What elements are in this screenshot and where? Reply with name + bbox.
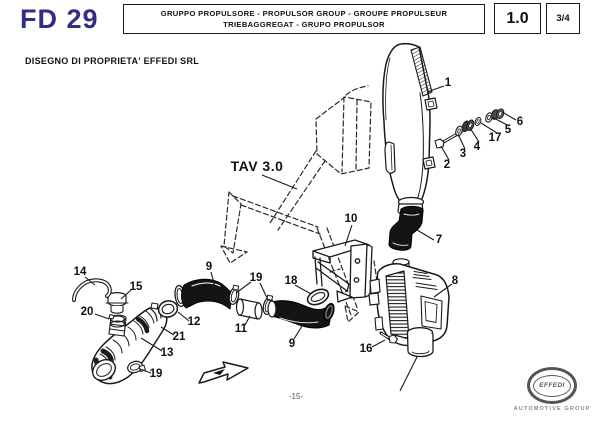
part-12-ring bbox=[157, 300, 179, 318]
title-line-2: TRIEBAGGREGAT - GRUPO PROPULSOR bbox=[223, 20, 385, 29]
part-1-intake-snorkel bbox=[382, 42, 438, 217]
part-18-ring bbox=[306, 288, 330, 306]
sheet-number-box: 3/4 bbox=[546, 3, 580, 34]
part-11-sleeve bbox=[235, 298, 263, 320]
tav-reference-label: TAV 3.0 bbox=[230, 158, 284, 174]
page-number: -15- bbox=[288, 392, 304, 401]
part-17-ring bbox=[474, 116, 482, 127]
part-3-washer bbox=[455, 125, 463, 137]
title-line-1: GRUPPO PROPULSORE - PROPULSOR GROUP - GR… bbox=[160, 9, 448, 18]
part-14-breather-tube bbox=[72, 278, 112, 302]
part-9-long-hose bbox=[267, 300, 335, 329]
effedi-logo-oval: EFFEDI bbox=[533, 374, 571, 397]
part-16-bolt bbox=[379, 331, 399, 344]
part-6-nut bbox=[491, 108, 505, 120]
part-20-clamp bbox=[108, 314, 125, 328]
part-9-elbow-hose bbox=[174, 278, 233, 310]
part-8-air-box bbox=[368, 258, 450, 358]
table-number-box: 1.0 bbox=[494, 3, 541, 34]
part-19-clamp bbox=[228, 284, 240, 305]
property-notice: DISEGNO DI PROPRIETA' EFFEDI SRL bbox=[25, 56, 200, 66]
effedi-logo: EFFEDI bbox=[527, 367, 577, 404]
effedi-logo-tagline: AUTOMOTIVE GROUP bbox=[513, 406, 591, 412]
effedi-logo-text: EFFEDI bbox=[539, 382, 565, 389]
model-code: FD 29 bbox=[20, 4, 99, 34]
part-4-bushing bbox=[461, 119, 475, 133]
part-13-intake-hose bbox=[91, 306, 168, 385]
part-10-bracket bbox=[312, 239, 373, 303]
part-7-elbow-hose bbox=[388, 205, 424, 251]
title-box: GRUPPO PROPULSORE - PROPULSOR GROUP - GR… bbox=[123, 4, 485, 34]
direction-arrow bbox=[198, 361, 249, 384]
